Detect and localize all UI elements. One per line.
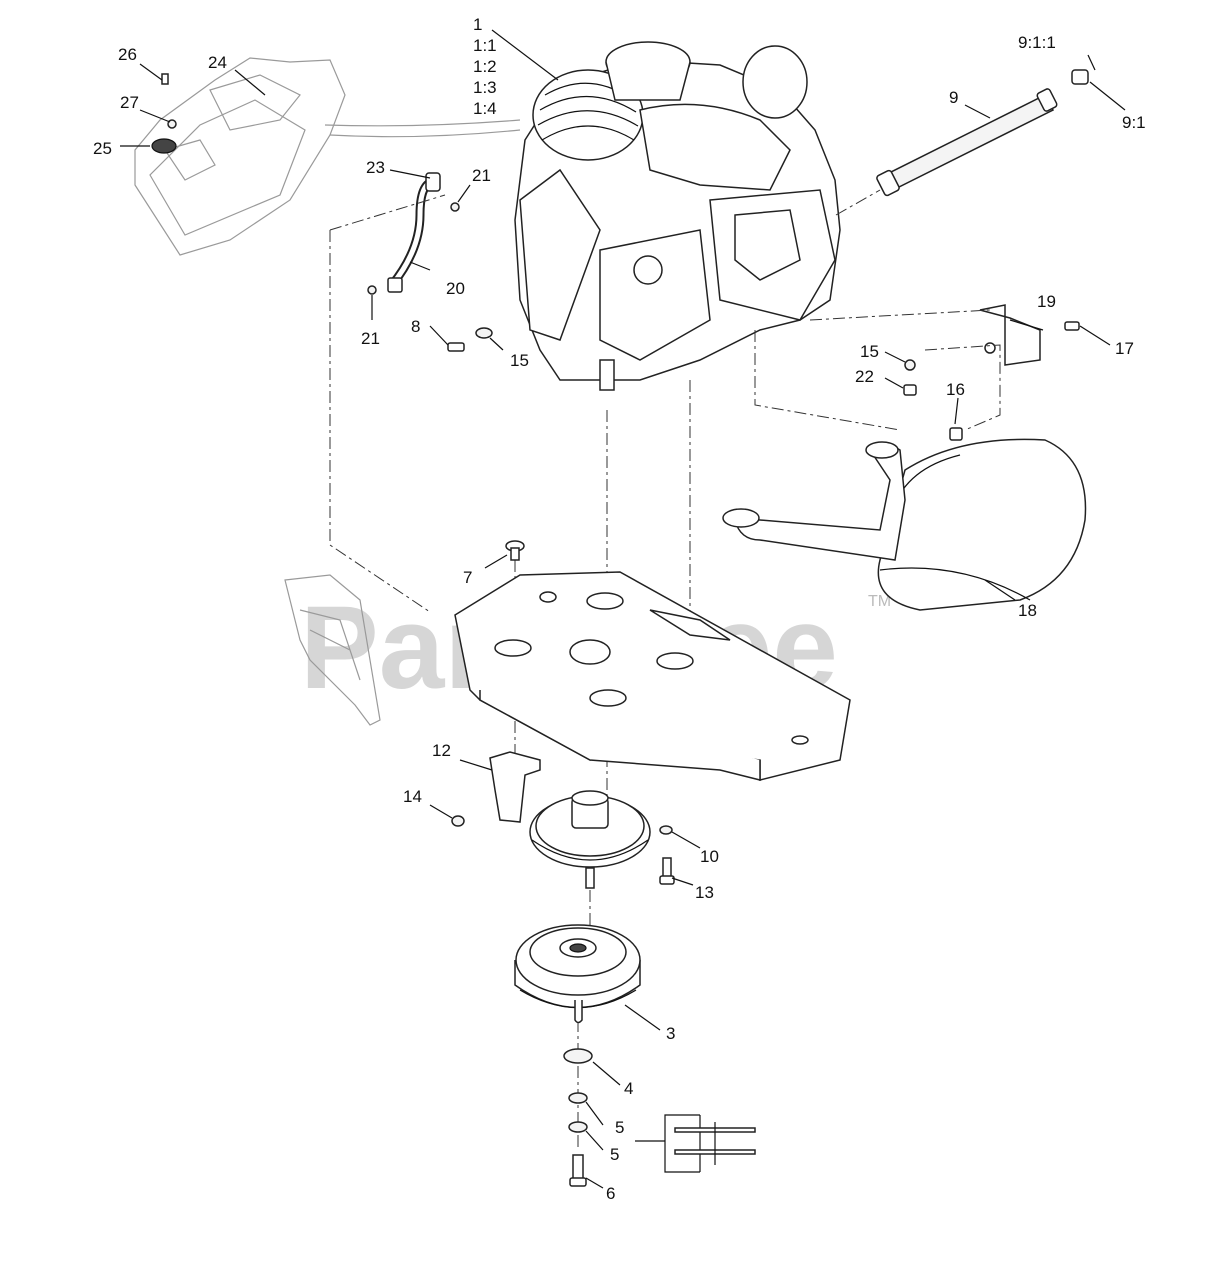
label-3: 3 [666,1024,675,1043]
label-20: 20 [446,279,465,298]
washer-10 [659,825,673,835]
bolt-13 [659,857,675,885]
label-18: 18 [1018,601,1037,620]
screw-8 [447,342,465,352]
washer-15-left [475,327,493,339]
label-13: 13 [695,883,714,902]
engine-icon [514,41,841,391]
bolt-7 [505,540,525,561]
label-15-right: 15 [860,342,879,361]
fitting-9-1-1 [1071,69,1089,85]
label-5-lower: 5 [610,1145,619,1164]
pto-clutch-icon [514,924,641,1024]
side-shield [284,574,381,726]
label-26: 26 [118,45,137,64]
leader-lines [120,29,1126,1189]
spacer-4 [563,1048,593,1064]
label-19: 19 [1037,292,1056,311]
bolt-6 [569,1154,587,1187]
intake-tube-9 [835,88,1058,216]
label-16: 16 [946,380,965,399]
callout-labels: 1 1:1 1:2 1:3 1:4 9:1:1 9 9:1 26 24 27 2… [93,15,1146,1203]
muffler-icon [722,438,1087,611]
label-9-1-1: 9:1:1 [1018,33,1056,52]
washer-15-right [904,359,916,371]
nut-14 [451,815,465,827]
label-12: 12 [432,741,451,760]
label-1-1: 1:1 [473,36,497,55]
clamp-21-upper [450,202,460,212]
label-14: 14 [403,787,422,806]
washer-5-lower [568,1121,588,1133]
fuel-line-20 [387,172,441,293]
label-4: 4 [624,1079,633,1098]
label-1: 1 [473,15,482,34]
label-21-lower: 21 [361,329,380,348]
pulley-icon [529,790,651,889]
label-1-3: 1:3 [473,78,497,97]
label-25: 25 [93,139,112,158]
bolt-17 [1064,321,1080,331]
clamp-21-lower [367,285,377,295]
label-7: 7 [463,568,472,587]
label-24: 24 [208,53,227,72]
label-23: 23 [366,158,385,177]
label-21-upper: 21 [472,166,491,185]
engine-deck-plate-icon [454,571,851,781]
label-10: 10 [700,847,719,866]
label-8: 8 [411,317,420,336]
washer-detail-box [635,1114,756,1173]
label-17: 17 [1115,339,1134,358]
label-5-upper: 5 [615,1118,624,1137]
washer-5-upper [568,1092,588,1104]
label-9: 9 [949,88,958,107]
nut-16 [949,427,963,441]
label-15-left: 15 [510,351,529,370]
label-22: 22 [855,367,874,386]
label-1-2: 1:2 [473,57,497,76]
label-9-1: 9:1 [1122,113,1146,132]
label-27: 27 [120,93,139,112]
bracket-12 [489,751,541,823]
bracket-19 [979,304,1041,366]
nut-22 [903,384,917,396]
knob-25 [151,138,177,154]
screw-26 [161,73,169,85]
control-panel-icon [134,57,521,256]
label-1-4: 1:4 [473,99,497,118]
watermark-trademark: TM [868,593,891,610]
label-6: 6 [606,1184,615,1203]
